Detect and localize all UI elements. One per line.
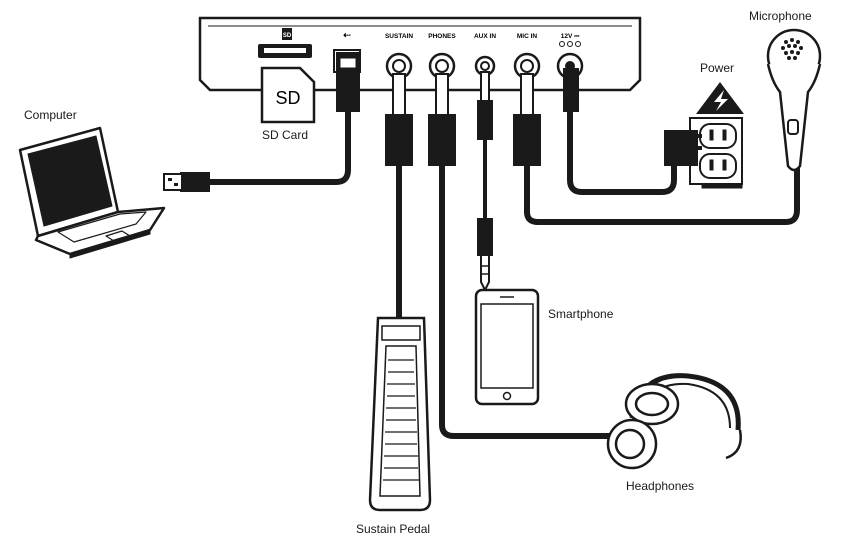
usb-cable (207, 107, 351, 185)
sustain-pedal-label: Sustain Pedal (356, 522, 431, 536)
dc-plug (563, 68, 579, 112)
headphones-icon (606, 373, 742, 470)
power-outlet-icon (689, 117, 743, 189)
high-voltage-warning-icon (696, 82, 744, 114)
sustain-port-label: SUSTAIN (385, 33, 413, 40)
aux-in-jack (474, 55, 496, 77)
aux-in-port-label: AUX IN (474, 33, 496, 40)
sd-slot: SD (258, 28, 312, 58)
microphone-label: Microphone (749, 9, 812, 23)
dc-polarity-icon (559, 41, 581, 47)
sd-port-label: SD (283, 33, 292, 39)
dc-port-label: 12V ⎓ (561, 33, 580, 40)
power-adapter-icon (664, 130, 702, 166)
rear-panel: SD ⇠ SUSTAIN PHONES AUX IN MIC IN 12V ⎓ (198, 16, 642, 92)
sustain-plug (385, 114, 413, 166)
phones-cable (439, 157, 615, 439)
cables (207, 107, 800, 439)
phones-jack (428, 52, 456, 80)
usb-port-label: ⇠ (343, 30, 351, 40)
laptop-icon (18, 126, 166, 259)
sd-card-label: SD Card (262, 128, 309, 142)
usb-a-plug (180, 172, 210, 192)
power-cable (567, 107, 677, 195)
power-label: Power (700, 61, 735, 75)
aux-plug-smartphone (477, 218, 493, 256)
aux-plug (477, 100, 493, 140)
headphones-label: Headphones (626, 479, 695, 493)
plugs (163, 52, 579, 293)
smartphone-icon (474, 288, 540, 406)
phones-port-label: PHONES (428, 33, 456, 40)
phones-plug (428, 114, 456, 166)
sd-card: SD (260, 66, 316, 124)
sustain-pedal-icon (368, 316, 432, 512)
sd-card-glyph: SD (275, 88, 300, 108)
mic-plug (513, 114, 541, 166)
sustain-jack (385, 52, 413, 80)
smartphone-label: Smartphone (548, 307, 614, 321)
microphone-icon (766, 28, 822, 172)
computer-label: Computer (24, 108, 77, 122)
mic-cable (524, 157, 800, 225)
mic-in-port-label: MIC IN (517, 33, 538, 40)
